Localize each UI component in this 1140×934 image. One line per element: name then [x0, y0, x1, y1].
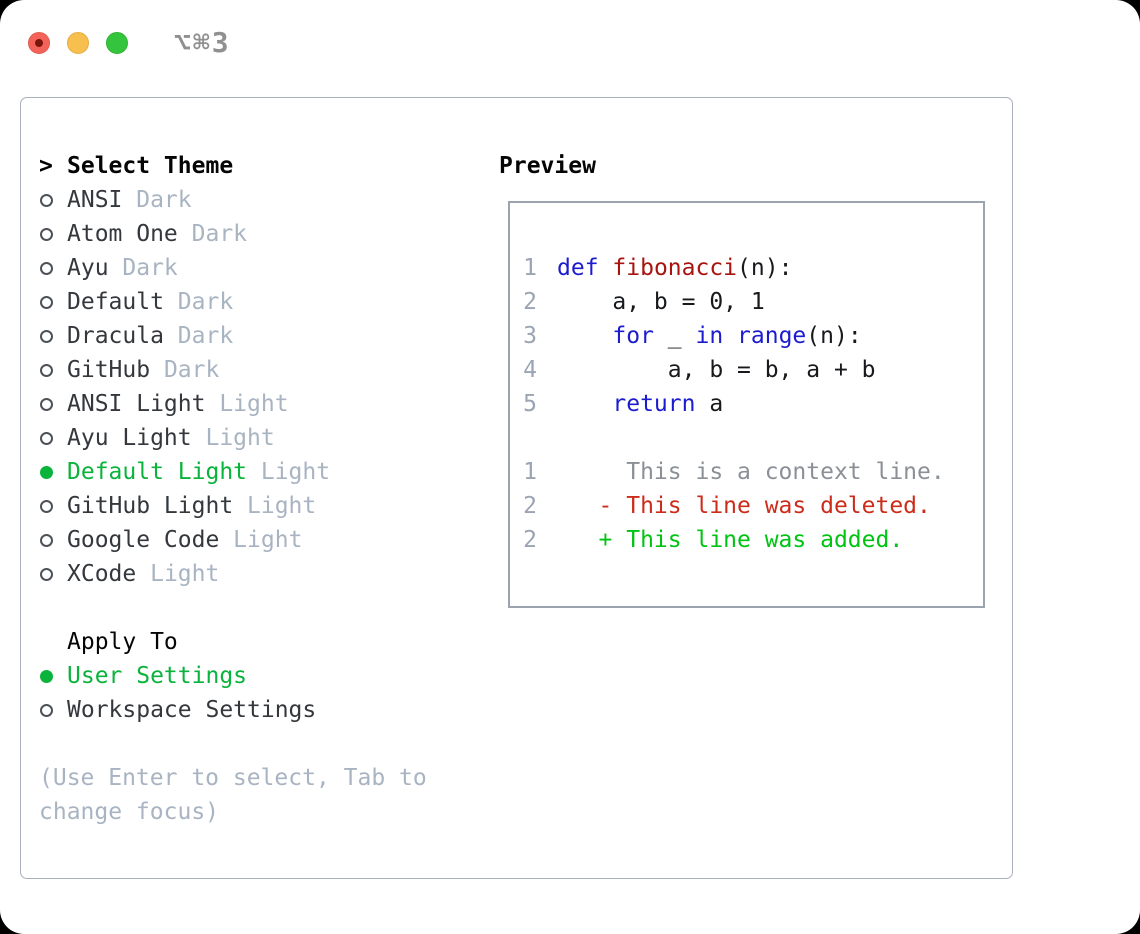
- theme-label: Dracula Dark: [67, 323, 234, 349]
- theme-label: XCode Light: [67, 561, 220, 587]
- preview-line: 4 a, b = b, a + b: [510, 353, 983, 387]
- radio-unselected-icon: [39, 193, 67, 207]
- code-text: + This line was added.: [557, 527, 904, 553]
- hint-text: (Use Enter to select, Tab to change focus…: [39, 761, 427, 829]
- theme-option-default-light-light[interactable]: Default Light Light: [39, 455, 427, 489]
- theme-label: Google Code Light: [67, 527, 303, 553]
- preview-line: 2 a, b = 0, 1: [510, 285, 983, 319]
- preview-line: [510, 217, 983, 251]
- radio-selected-icon: [39, 669, 67, 683]
- apply-label: Workspace Settings: [67, 697, 317, 723]
- select-theme-header: > Select Theme: [39, 149, 427, 183]
- radio-unselected-icon: [39, 397, 67, 411]
- radio-unselected-icon: [39, 261, 67, 275]
- theme-label: ANSI Light Light: [67, 391, 289, 417]
- preview-line: 1 def fibonacci(n):: [510, 251, 983, 285]
- theme-option-ayu-dark[interactable]: Ayu Dark: [39, 251, 427, 285]
- theme-label: Ayu Light Light: [67, 425, 275, 451]
- radio-unselected-icon: [39, 567, 67, 581]
- theme-option-github-light-light[interactable]: GitHub Light Light: [39, 489, 427, 523]
- theme-label: GitHub Dark: [67, 357, 220, 383]
- minimize-button[interactable]: [67, 31, 89, 54]
- apply-to-header: Apply To: [39, 625, 427, 659]
- apply-option-user-settings[interactable]: User Settings: [39, 659, 427, 693]
- preview-line: 2 + This line was added.: [510, 523, 983, 557]
- hint-line: change focus): [39, 799, 220, 825]
- code-text: for _ in range(n):: [612, 323, 862, 349]
- apply-to-title: Apply To: [67, 629, 178, 655]
- theme-label: GitHub Light Light: [67, 493, 317, 519]
- line-number: 5: [523, 391, 537, 417]
- spacer: [39, 591, 427, 625]
- hint-line: (Use Enter to select, Tab to: [39, 765, 427, 791]
- apply-label: User Settings: [67, 663, 248, 689]
- preview-header: Preview: [499, 149, 985, 183]
- code-text: - This line was deleted.: [557, 493, 931, 519]
- theme-label: ANSI Dark: [67, 187, 192, 213]
- maximize-button[interactable]: [106, 31, 128, 54]
- theme-label: Default Dark: [67, 289, 234, 315]
- theme-option-ansi-light-light[interactable]: ANSI Light Light: [39, 387, 427, 421]
- apply-option-workspace-settings[interactable]: Workspace Settings: [39, 693, 427, 727]
- line-number: 3: [523, 323, 537, 349]
- preview-line: 1 This is a context line.: [510, 455, 983, 489]
- radio-selected-icon: [39, 465, 67, 479]
- code-text: a, b = 0, 1: [557, 289, 765, 315]
- window-shortcut-label: ⌥⌘3: [174, 26, 231, 59]
- close-button[interactable]: [28, 31, 50, 54]
- code-text: a, b = b, a + b: [557, 357, 876, 383]
- code-text: def fibonacci(n):: [557, 255, 793, 281]
- selection-caret-icon: >: [39, 153, 53, 179]
- theme-option-dracula-dark[interactable]: Dracula Dark: [39, 319, 427, 353]
- radio-unselected-icon: [39, 499, 67, 513]
- theme-option-ayu-light-light[interactable]: Ayu Light Light: [39, 421, 427, 455]
- spacer: [39, 727, 427, 761]
- theme-label: Ayu Dark: [67, 255, 178, 281]
- line-number: 2: [523, 527, 537, 553]
- code-text: This is a context line.: [557, 459, 945, 485]
- theme-option-default-dark[interactable]: Default Dark: [39, 285, 427, 319]
- theme-option-xcode-light[interactable]: XCode Light: [39, 557, 427, 591]
- line-number: 2: [523, 289, 537, 315]
- line-number: 4: [523, 357, 537, 383]
- preview-title: Preview: [499, 153, 596, 179]
- theme-label: Default Light Light: [67, 459, 331, 485]
- code-text: return a: [612, 391, 724, 417]
- radio-unselected-icon: [39, 227, 67, 241]
- radio-unselected-icon: [39, 533, 67, 547]
- line-number: 1: [523, 459, 537, 485]
- preview-line: [510, 421, 983, 455]
- close-dot-icon: [35, 38, 43, 47]
- theme-option-github-dark[interactable]: GitHub Dark: [39, 353, 427, 387]
- preview-line: 2 - This line was deleted.: [510, 489, 983, 523]
- theme-option-atom-one-dark[interactable]: Atom One Dark: [39, 217, 427, 251]
- theme-label: Atom One Dark: [67, 221, 248, 247]
- preview-line: 3 for _ in range(n):: [510, 319, 983, 353]
- line-number: 1: [523, 255, 537, 281]
- titlebar: ⌥⌘3: [28, 26, 231, 59]
- radio-unselected-icon: [39, 363, 67, 377]
- radio-unselected-icon: [39, 431, 67, 445]
- radio-unselected-icon: [39, 295, 67, 309]
- radio-unselected-icon: [39, 703, 67, 717]
- theme-option-ansi-dark[interactable]: ANSI Dark: [39, 183, 427, 217]
- select-theme-title: Select Theme: [67, 153, 234, 179]
- theme-option-google-code-light[interactable]: Google Code Light: [39, 523, 427, 557]
- radio-unselected-icon: [39, 329, 67, 343]
- line-number: 2: [523, 493, 537, 519]
- preview-line: 5 return a: [510, 387, 983, 421]
